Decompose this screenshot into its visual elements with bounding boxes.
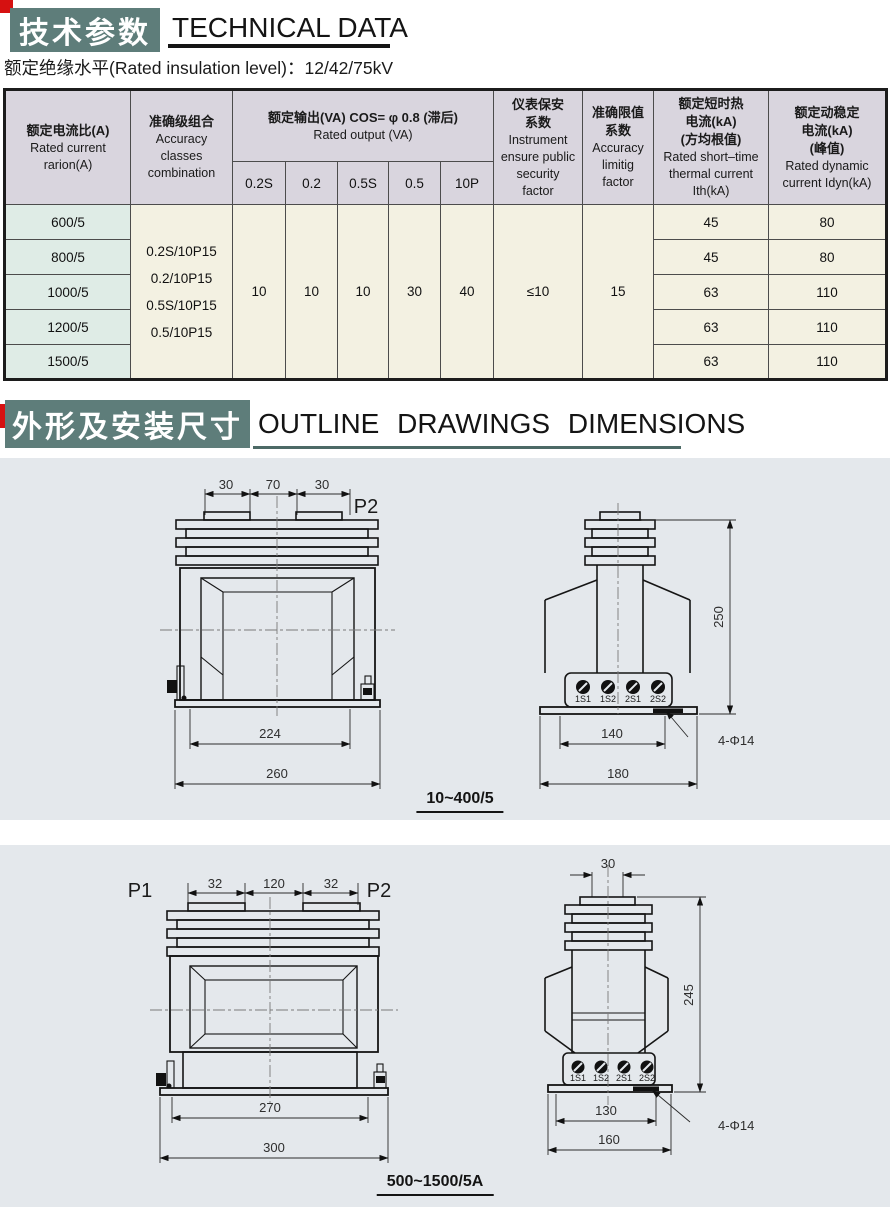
dim-label: 70 (266, 477, 280, 492)
dim-label: 224 (259, 726, 281, 741)
terminal-label: 1S1 (575, 694, 591, 704)
outline-drawing-10-400-5: 30 70 30 P2 224 260 250 1S1 1S2 2S1 2S2 … (160, 477, 754, 789)
cell-dynamic: 110 (768, 309, 887, 345)
cell-output-05s: 10 (337, 204, 389, 380)
cell-thermal: 63 (653, 309, 769, 345)
th-output-02: 0.2 (285, 161, 338, 205)
cell-thermal: 45 (653, 239, 769, 275)
cell-security-factor: ≤10 (493, 204, 583, 380)
rated-insulation-level: 额定绝缘水平(Rated insulation level)：12/42/75k… (4, 58, 394, 78)
section1-badge-label: 技术参数 (19, 17, 151, 50)
dim-label: 270 (259, 1100, 281, 1115)
th-instrument-security-factor: 仪表保安 系数 Instrument ensure public securit… (493, 89, 583, 205)
th-accuracy-classes: 准确级组合 Accuracy classes combination (130, 89, 233, 205)
dim-label: 160 (598, 1132, 620, 1147)
th-dynamic-current: 额定动稳定 电流(kA) (峰值) Rated dynamic current … (768, 89, 887, 205)
th-output-10p: 10P (440, 161, 494, 205)
cell-dynamic: 110 (768, 274, 887, 310)
p2-terminal-label: P2 (354, 496, 378, 518)
outline-drawing-panel-2: 32 120 32 P1 P2 270 300 30 245 1S1 1S2 2… (0, 845, 890, 1207)
th-output-02s: 0.2S (232, 161, 286, 205)
terminal-label: 1S2 (600, 694, 616, 704)
dim-label: 180 (607, 766, 629, 781)
th-rated-current-ratio: 额定电流比(A) Rated current rarion(A) (4, 89, 131, 205)
terminal-label: 2S1 (625, 694, 641, 704)
dim-label: 32 (208, 876, 222, 891)
front-view (160, 489, 395, 789)
table-row: 1200/5 63 110 (4, 309, 887, 345)
cell-ratio: 1500/5 (4, 344, 131, 380)
outline-drawing-panel-1: 30 70 30 P2 224 260 250 1S1 1S2 2S1 2S2 … (0, 458, 890, 820)
cell-output-02: 10 (285, 204, 338, 380)
cell-limit-factor: 15 (582, 204, 654, 380)
cell-dynamic: 80 (768, 239, 887, 275)
table-row: 1500/5 63 110 (4, 344, 887, 380)
cell-output-10p: 40 (440, 204, 494, 380)
holes-label: 4-Φ14 (718, 733, 754, 748)
dim-label: 245 (681, 984, 696, 1006)
cell-dynamic: 110 (768, 344, 887, 380)
red-corner-chip (0, 0, 13, 13)
cell-ratio: 1000/5 (4, 274, 131, 310)
dim-label: 300 (263, 1140, 285, 1155)
th-output-05: 0.5 (388, 161, 441, 205)
p1-terminal-label: P1 (128, 880, 152, 902)
cell-dynamic: 80 (768, 204, 887, 240)
th-rated-output: 额定输出(VA) COS= φ 0.8 (滞后) Rated output (V… (232, 89, 494, 162)
terminal-label: 2S1 (616, 1073, 632, 1083)
th-accuracy-limit-factor: 准确限值 系数 Accuracy limitig factor (582, 89, 654, 205)
terminal-label: 2S2 (639, 1073, 655, 1083)
cell-output-05: 30 (388, 204, 441, 380)
th-output-05s: 0.5S (337, 161, 389, 205)
side-view (544, 865, 706, 1155)
section2-badge: 外形及安装尺寸 (5, 400, 250, 448)
cell-accuracy-combos: 0.2S/10P15 0.2/10P15 0.5S/10P15 0.5/10P1… (130, 204, 233, 380)
section2-underline (253, 446, 681, 449)
holes-label: 4-Φ14 (718, 1118, 754, 1133)
section2-title: OUTLINE DRAWINGS DIMENSIONS (258, 408, 746, 439)
dim-label: 140 (601, 726, 623, 741)
side-view (539, 503, 736, 789)
cell-thermal: 63 (653, 274, 769, 310)
cell-ratio: 800/5 (4, 239, 131, 275)
table-row: 600/5 0.2S/10P15 0.2/10P15 0.5S/10P15 0.… (4, 204, 887, 380)
drawing1-caption: 10~400/5 (416, 790, 504, 813)
drawing2-caption: 500~1500/5A (376, 1173, 494, 1196)
terminal-label: 1S2 (593, 1073, 609, 1083)
dim-label: 130 (595, 1103, 617, 1118)
dim-label: 30 (315, 477, 329, 492)
section1-badge: 技术参数 (10, 8, 160, 52)
technical-data-table: 额定电流比(A) Rated current rarion(A) 准确级组合 A… (3, 88, 888, 381)
p2-terminal-label: P2 (367, 880, 391, 902)
dim-label: 30 (219, 477, 233, 492)
dim-label: 250 (711, 606, 726, 628)
dim-label: 30 (601, 856, 615, 871)
cell-output-02s: 10 (232, 204, 286, 380)
terminal-label: 1S1 (570, 1073, 586, 1083)
section1-title: TECHNICAL DATA (172, 12, 408, 43)
front-view (150, 883, 398, 1163)
cell-ratio: 1200/5 (4, 309, 131, 345)
terminal-label: 2S2 (650, 694, 666, 704)
cell-ratio: 600/5 (4, 204, 131, 240)
section1-underline (168, 44, 390, 48)
outline-drawing-500-1500-5a: 32 120 32 P1 P2 270 300 30 245 1S1 1S2 2… (128, 856, 754, 1163)
section2-badge-label: 外形及安装尺寸 (12, 411, 243, 444)
dim-label: 260 (266, 766, 288, 781)
cell-thermal: 45 (653, 204, 769, 240)
dim-label: 120 (263, 876, 285, 891)
cell-thermal: 63 (653, 344, 769, 380)
dim-label: 32 (324, 876, 338, 891)
table-row: 800/5 45 80 (4, 239, 887, 275)
th-short-time-thermal-current: 额定短时热 电流(kA) (方均根值) Rated short–time the… (653, 89, 769, 205)
